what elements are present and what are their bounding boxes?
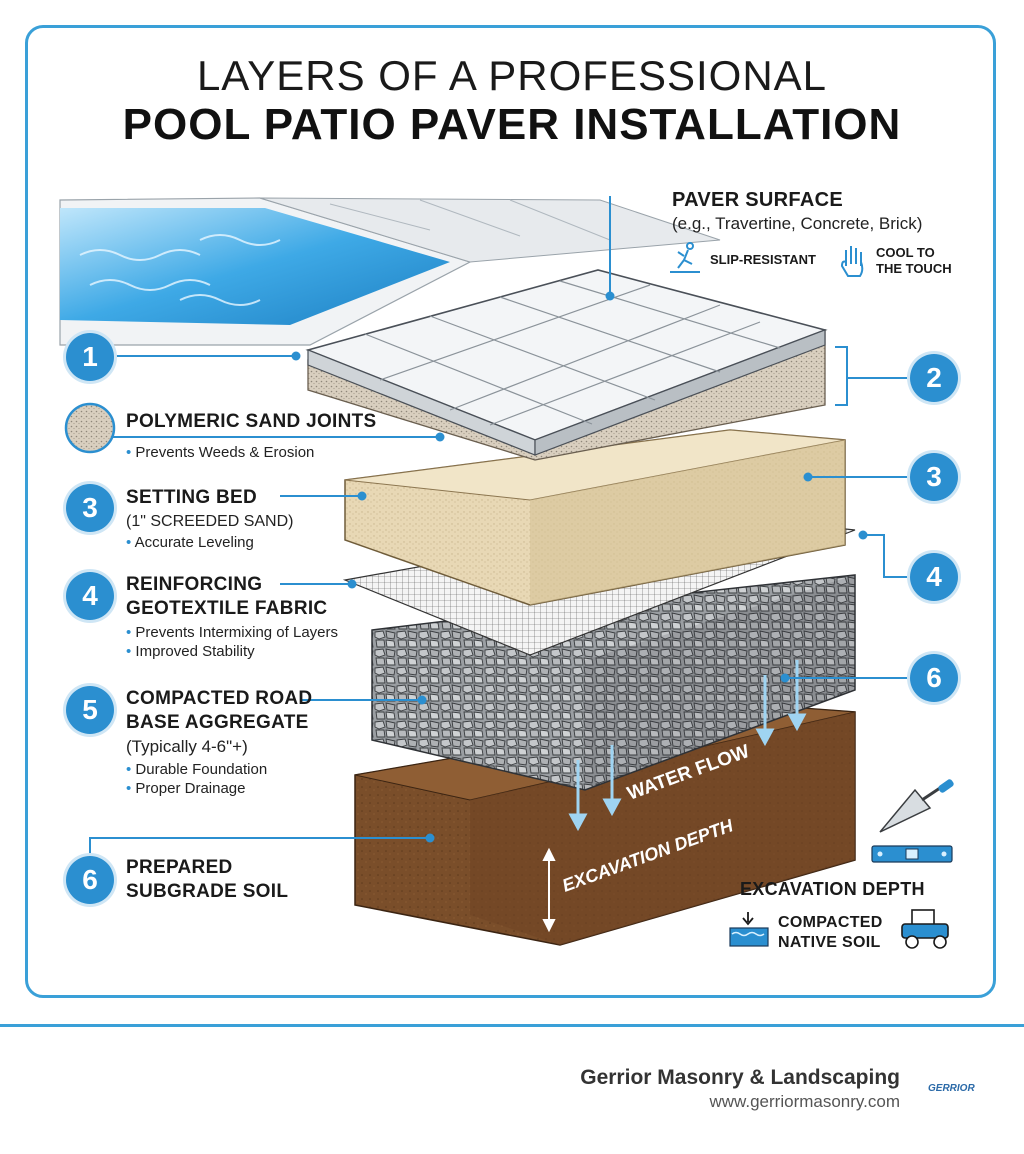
- badge-right-6: 6: [910, 654, 958, 702]
- water-flow-arrows: [568, 660, 807, 832]
- road-base-bullet-2: Proper Drainage: [126, 779, 245, 799]
- level-icon: [871, 845, 953, 863]
- badge-left-4: 4: [66, 572, 114, 620]
- title-line-2: POOL PATIO PAVER INSTALLATION: [122, 100, 902, 149]
- leader-dots: [291, 291, 868, 843]
- excavation-legend-line1: COMPACTED: [778, 914, 883, 931]
- paver-surface-subtitle: (e.g., Travertine, Concrete, Brick): [672, 214, 923, 233]
- geotextile-heading-line1: REINFORCING: [126, 574, 263, 595]
- badge-left-1: 1: [66, 333, 114, 381]
- excavation-legend-line2: NATIVE SOIL: [778, 934, 881, 951]
- title-line-1: LAYERS OF A PROFESSIONAL: [196, 52, 828, 99]
- badge-left-3: 3: [66, 484, 114, 532]
- compaction-icon: [729, 912, 769, 947]
- setting-bed-subtitle: (1" SCREEDED SAND): [126, 513, 294, 530]
- trowel-icon: [879, 779, 954, 833]
- subgrade-heading-line1: PREPARED: [126, 857, 233, 878]
- geotextile-bullet-1: Prevents Intermixing of Layers: [126, 623, 338, 643]
- subgrade-heading-line2: SUBGRADE SOIL: [126, 881, 289, 902]
- sand-swatch-icon: [64, 402, 116, 454]
- geotextile-heading-line2: GEOTEXTILE FABRIC: [126, 598, 328, 619]
- pool-deck: [59, 197, 721, 346]
- depth-arrow: [542, 847, 556, 933]
- setting-bed-layer: [344, 429, 846, 606]
- road-base-subtitle: (Typically 4-6"+): [126, 737, 248, 756]
- setting-bed-heading: SETTING BED: [126, 487, 258, 508]
- road-base-heading-line1: COMPACTED ROAD: [126, 688, 313, 709]
- road-base-heading-line2: BASE AGGREGATE: [126, 712, 309, 733]
- feature-cool-line1: COOL TO: [876, 245, 935, 260]
- feature-cool-line2: THE TOUCH: [876, 261, 952, 276]
- sand-joints-heading: POLYMERIC SAND JOINTS: [126, 411, 377, 432]
- pool-water: [60, 208, 450, 325]
- footer-divider: [0, 1024, 1024, 1027]
- hand-icon: [840, 246, 864, 277]
- infographic-frame: [25, 25, 996, 998]
- geotextile-bullet-2: Improved Stability: [126, 642, 254, 662]
- slip-resistant-icon: [670, 242, 700, 273]
- excavation-legend-heading: EXCAVATION DEPTH: [740, 879, 925, 899]
- footer-website[interactable]: www.gerriormasonry.com: [709, 1092, 900, 1111]
- roller-icon: [901, 909, 949, 949]
- footer-brand: Gerrior Masonry & Landscaping: [580, 1066, 900, 1089]
- badge-right-3: 3: [910, 453, 958, 501]
- badge-right-2: 2: [910, 354, 958, 402]
- paver-surface-layer: [305, 269, 828, 456]
- leader-lines: [89, 196, 910, 862]
- setting-bed-bullet-1: Accurate Leveling: [126, 533, 254, 553]
- badge-left-5: 5: [66, 686, 114, 734]
- badge-right-4: 4: [910, 553, 958, 601]
- paver-surface-heading: PAVER SURFACE: [672, 189, 843, 211]
- sand-joints-bullet-1: Prevents Weeds & Erosion: [126, 443, 314, 463]
- company-logo: GERRIOR: [928, 1083, 975, 1094]
- road-base-bullet-1: Durable Foundation: [126, 760, 267, 780]
- feature-slip-resistant: SLIP-RESISTANT: [710, 252, 816, 267]
- badge-left-6: 6: [66, 856, 114, 904]
